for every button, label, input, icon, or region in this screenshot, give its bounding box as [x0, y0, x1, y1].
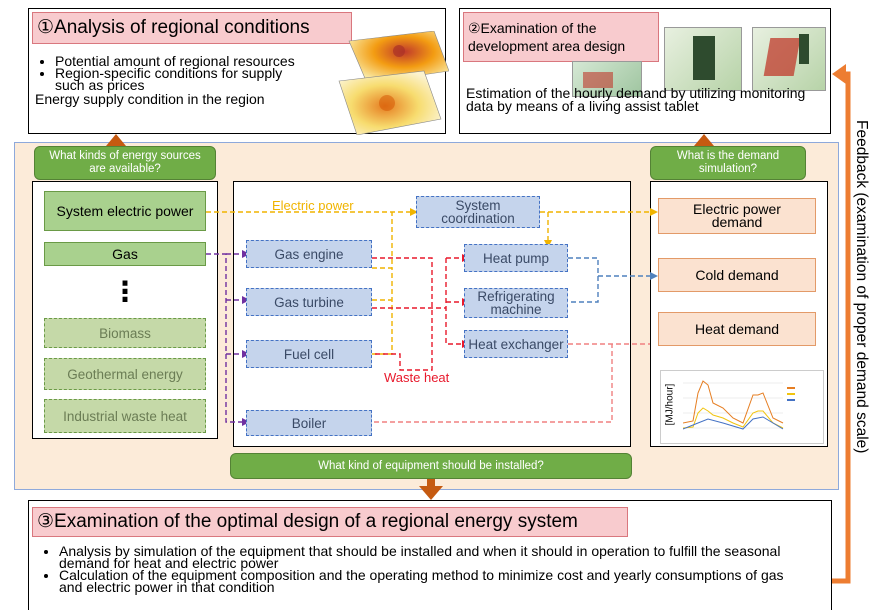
- question-equipment: What kind of equipment should be install…: [230, 453, 632, 479]
- panel3-title: ③Examination of the optimal design of a …: [32, 507, 628, 537]
- equipment-heat-exchanger: Heat exchanger: [464, 330, 568, 358]
- demand-chart-plot: [683, 380, 795, 430]
- label-electric-power: Electric power: [272, 198, 354, 213]
- panel2-title-line1: ②Examination of the: [468, 20, 597, 36]
- panel1-footer: Energy supply condition in the region: [35, 91, 265, 107]
- panel3-bullet: Analysis by simulation of the equipment …: [59, 544, 809, 570]
- panel-optimal-design: ③Examination of the optimal design of a …: [28, 500, 832, 610]
- development-aerial-image-2: [664, 27, 742, 91]
- demand-chart-ylabel: [MJ/hour]: [664, 383, 676, 426]
- equipment-gas-turbine: Gas turbine: [246, 288, 372, 316]
- source-system-electric-power: System electric power: [44, 191, 206, 231]
- demand-electric-power: Electric power demand: [658, 198, 816, 234]
- question-demand-simulation: What is the demand simulation?: [650, 146, 806, 180]
- equipment-boiler: Boiler: [246, 410, 372, 436]
- source-ellipsis: ⋮: [111, 276, 139, 307]
- panel1-title: ①Analysis of regional conditions: [32, 12, 352, 44]
- panel3-bullets: Analysis by simulation of the equipment …: [39, 544, 809, 594]
- demand-cold: Cold demand: [658, 258, 816, 292]
- equipment-refrigerating-machine: Refrigerating machine: [464, 288, 568, 318]
- equipment-system-coordination: System coordination: [416, 196, 540, 228]
- regional-map-image: [338, 31, 449, 135]
- demand-heat: Heat demand: [658, 312, 816, 346]
- label-waste-heat: Waste heat: [384, 370, 450, 385]
- development-aerial-image-3: [752, 27, 826, 91]
- panel-regional-conditions: ①Analysis of regional conditions Potenti…: [28, 8, 449, 135]
- equipment-heat-pump: Heat pump: [464, 244, 568, 272]
- down-arrow-center: [419, 478, 443, 500]
- source-biomass: Biomass: [44, 318, 206, 348]
- equipment-gas-engine: Gas engine: [246, 240, 372, 268]
- panel2-body: Estimation of the hourly demand by utili…: [466, 85, 806, 114]
- panel1-bullets: Potential amount of regional resources R…: [35, 54, 375, 107]
- feedback-label: Feedback (examination of proper demand s…: [853, 120, 870, 454]
- panel2-title-line2: development area design: [468, 38, 626, 54]
- source-industrial-waste-heat: Industrial waste heat: [44, 399, 206, 433]
- panel3-bullet: Calculation of the equipment composition…: [59, 568, 809, 594]
- development-aerial-image-1: [572, 61, 642, 97]
- up-arrow-right: [694, 134, 714, 154]
- panel1-bullet: Potential amount of regional resources: [55, 54, 375, 68]
- panel1-bullet: Region-specific conditions for supply su…: [55, 66, 285, 92]
- source-geothermal: Geothermal energy: [44, 358, 206, 390]
- demand-chart: [MJ/hour]: [660, 370, 824, 444]
- question-energy-sources: What kinds of energy sources are availab…: [34, 146, 216, 180]
- panel-development-area: ②Examination of the development area des…: [459, 8, 831, 134]
- source-gas: Gas: [44, 242, 206, 266]
- equipment-fuel-cell: Fuel cell: [246, 340, 372, 368]
- panel2-title: ②Examination of the development area des…: [463, 12, 659, 62]
- feedback-arrow-head: [832, 64, 846, 84]
- up-arrow-left: [106, 134, 126, 154]
